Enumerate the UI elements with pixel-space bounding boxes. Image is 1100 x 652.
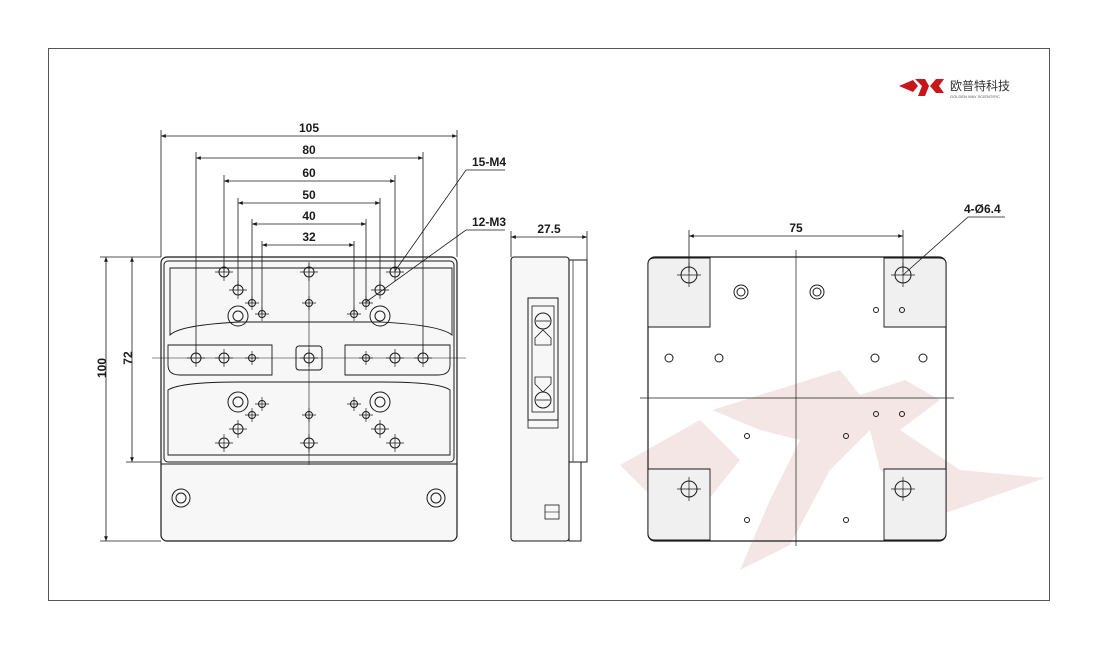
counterbore-screw-1 (227, 305, 249, 327)
middle-slot-left (167, 344, 273, 376)
bottom-small-hole-10 (899, 411, 905, 417)
drawing-border (48, 48, 1050, 601)
logo-english-text: GOLDEN WAY SCIENTIFIC (950, 94, 1000, 99)
m4-hole-2-cross (300, 263, 318, 281)
base-screw-left (171, 488, 191, 508)
corner-pad-top-left (647, 257, 711, 328)
m4-hole-5-cross (215, 349, 233, 367)
logo-mark-icon (899, 79, 944, 96)
counterbore-screw-2 (369, 305, 391, 327)
front-dimension-labels: 105 80 60 50 40 32 100 72 15-M4 12-M3 (95, 121, 506, 378)
front-dimensions (100, 130, 505, 542)
dim-50-label: 50 (302, 188, 316, 202)
bottom-small-hole-9 (873, 411, 879, 417)
m4-hole-8-cross (215, 434, 233, 452)
bottom-small-hole-8 (843, 517, 849, 523)
m3-hole-7-cross (255, 397, 269, 411)
m4-hole-14-cross (371, 420, 389, 438)
m3-hole-5-cross (245, 351, 259, 365)
m4-hole-10-cross (386, 434, 404, 452)
corner-pad-bottom-left (647, 468, 711, 541)
bottom-small-hole-12 (873, 307, 879, 313)
m4-hole-15-cross (300, 349, 318, 367)
bottom-holes (664, 263, 928, 523)
knob-upper (534, 312, 552, 330)
company-logo: 欧普特科技 GOLDEN WAY SCIENTIFIC (899, 78, 1010, 99)
m4-leader (394, 169, 505, 272)
mount-hole-6-4-3-cross (677, 477, 701, 501)
hole-callout-leader (902, 216, 1005, 276)
m4-callout-label: 15-M4 (472, 155, 506, 169)
dim-105-label: 105 (299, 121, 319, 135)
side-table-outline (568, 259, 588, 463)
bottom-small-hole-6 (843, 433, 849, 439)
dim-75-label: 75 (789, 221, 803, 235)
m4-hole-9-cross (300, 434, 318, 452)
bottom-plate-outline (647, 256, 947, 542)
bottom-small-hole-11 (899, 307, 905, 313)
bottom-counterbore-1 (733, 284, 749, 300)
bottom-small-hole-5 (744, 433, 750, 439)
bottom-counterbore-2-inner (812, 287, 822, 297)
hole-callout-label: 4-Ø6.4 (964, 202, 1001, 216)
side-body-outline (510, 256, 570, 542)
dim-40-label: 40 (302, 209, 316, 223)
m3-leader (365, 229, 505, 303)
bottom-small-hole-1 (664, 353, 674, 363)
bottom-small-hole-3 (870, 353, 880, 363)
bottom-dimensions (688, 216, 1005, 276)
logo-chinese-text: 欧普特科技 (950, 78, 1010, 93)
dim-100-label: 100 (95, 358, 109, 378)
corner-pad-bottom-right (883, 468, 947, 541)
lower-pocket (167, 381, 451, 456)
dim-27-5-label: 27.5 (537, 222, 561, 236)
counterbore-screw-2-inner (374, 310, 386, 322)
dim-32-label: 32 (302, 230, 316, 244)
front-holes (187, 263, 432, 452)
side-base-outline (568, 461, 582, 542)
base-screw-right-inner (430, 492, 442, 504)
side-dimensions (510, 231, 588, 260)
side-view (510, 256, 588, 542)
m3-hole-9-cross (245, 408, 259, 422)
m4-hole-13-cross (229, 420, 247, 438)
counterbore-screw-1-inner (232, 310, 244, 322)
front-base-screws (171, 488, 446, 508)
upper-pocket (169, 267, 453, 337)
bottom-small-hole-7 (744, 517, 750, 523)
front-view (152, 256, 466, 542)
m3-hole-12-cross (302, 408, 316, 422)
middle-slot-right (344, 344, 451, 376)
counterbore-screw-3-inner (232, 396, 244, 408)
m3-hole-11-cross (302, 296, 316, 310)
counterbore-screw-4-inner (374, 396, 386, 408)
base-screw-right (426, 488, 446, 508)
mount-hole-6-4-4-cross (891, 477, 915, 501)
bottom-small-hole-2 (714, 353, 724, 363)
m3-callout-label: 12-M3 (472, 215, 506, 229)
bottom-counterbore-1-inner (736, 287, 746, 297)
dim-72-label: 72 (121, 351, 135, 365)
bottom-small-hole-4 (918, 353, 928, 363)
m4-hole-6-cross (386, 349, 404, 367)
bottom-counterbore-2 (809, 284, 825, 300)
counterbore-screw-3 (227, 391, 249, 413)
base-screw-left-inner (175, 492, 187, 504)
dim-80-label: 80 (302, 143, 316, 157)
m3-hole-10-cross (359, 408, 373, 422)
corner-pad-top-right (883, 257, 947, 328)
counterbore-screw-4 (369, 391, 391, 413)
dim-60-label: 60 (302, 166, 316, 180)
m3-hole-6-cross (359, 351, 373, 365)
m3-hole-8-cross (347, 397, 361, 411)
